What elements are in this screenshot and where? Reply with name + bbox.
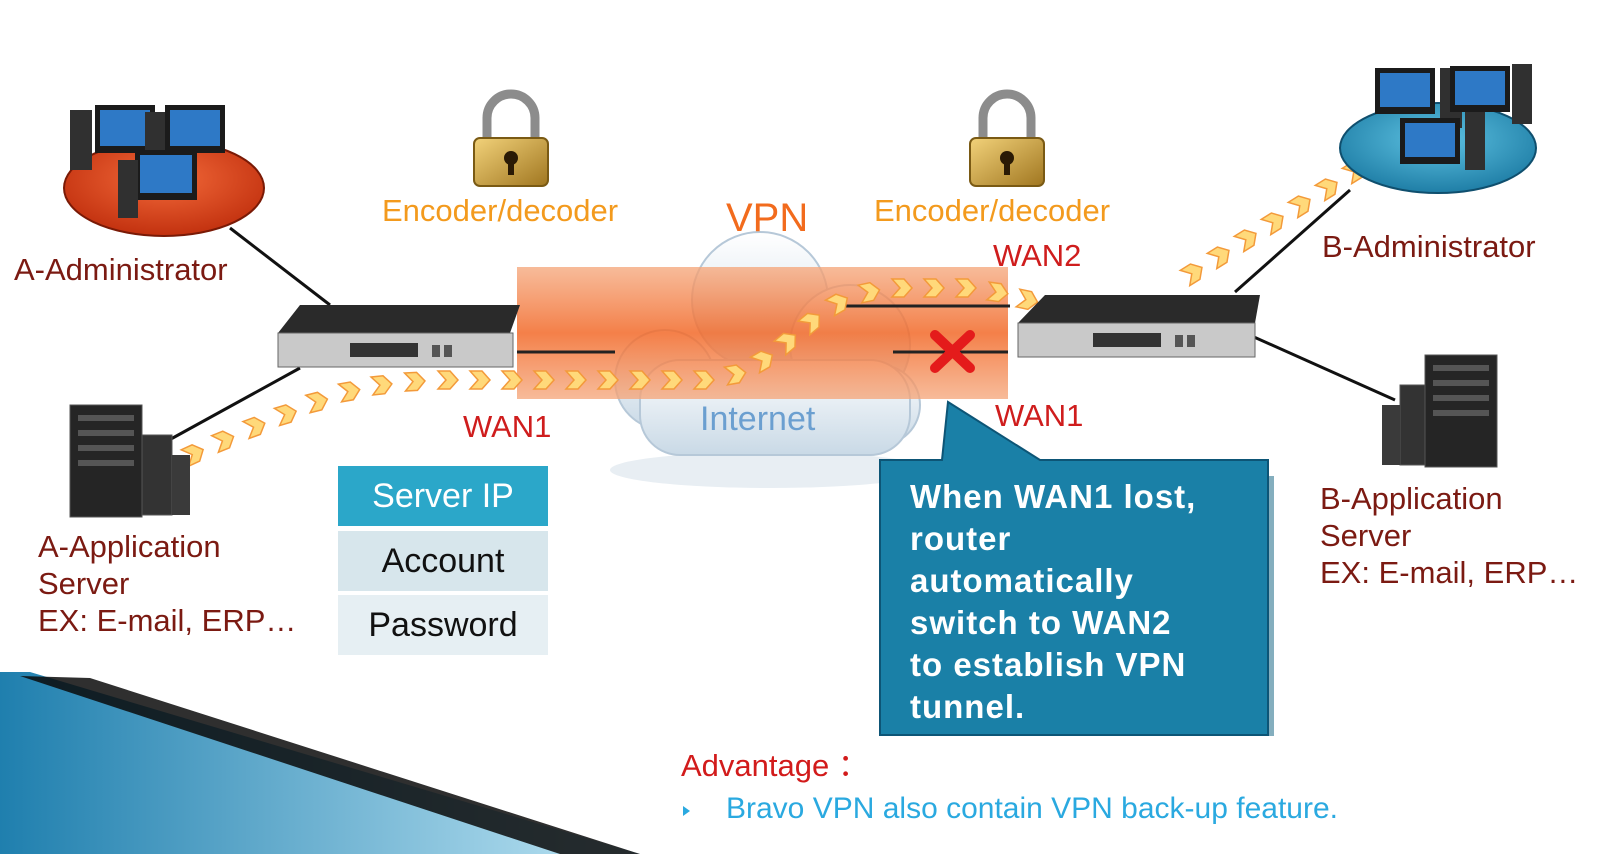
b-server-label-line2: Server: [1320, 518, 1412, 553]
padlock-left-icon: [473, 89, 549, 187]
vpn-label: VPN: [726, 196, 809, 240]
b-admin-label: B-Administrator: [1322, 229, 1536, 264]
server-ip-box: Server IP: [338, 466, 548, 526]
callout-shape: [879, 400, 1274, 736]
b-server-label-line1: B-Application: [1320, 481, 1503, 516]
callout-line-2: router: [910, 520, 1012, 557]
wan1-right-label: WAN1: [995, 398, 1084, 433]
a-admin-computers-icon: [63, 105, 265, 237]
vpn-tunnel: [517, 267, 1008, 399]
connection-lines: [159, 188, 1396, 447]
a-server-label-line2: Server: [38, 566, 130, 601]
wan1-left-label: WAN1: [463, 409, 552, 444]
password-box: Password: [338, 595, 548, 655]
encoder-left-label: Encoder/decoder: [382, 193, 619, 228]
bullet-arrow-icon: [683, 806, 690, 816]
account-box: Account: [338, 531, 548, 591]
decorative-ribbon: [0, 672, 640, 854]
a-server-label-line1: A-Application: [38, 529, 221, 564]
b-server-label: B-Application Server EX: E-mail, ERP…: [1320, 480, 1578, 591]
a-server-label-line3: EX: E-mail, ERP…: [38, 603, 297, 638]
link-broken-x-icon: [930, 330, 975, 373]
a-application-server-icon: [69, 404, 190, 518]
callout-text: When WAN1 lost, router automatically swi…: [910, 476, 1196, 728]
a-server-label: A-Application Server EX: E-mail, ERP…: [38, 528, 296, 639]
callout-line-4: switch to WAN2: [910, 604, 1172, 641]
padlock-right-icon: [969, 89, 1045, 187]
router-right: [1017, 295, 1260, 358]
callout-line-1: When WAN1 lost,: [910, 478, 1197, 515]
b-admin-computers-icon: [1339, 64, 1537, 194]
router-left: [277, 305, 520, 368]
internet-label: Internet: [700, 400, 816, 438]
b-application-server-icon: [1382, 354, 1498, 468]
wan2-right-label: WAN2: [993, 238, 1082, 273]
encoder-right-label: Encoder/decoder: [874, 193, 1111, 228]
callout-line-6: tunnel.: [910, 688, 1026, 725]
callout-line-5: to establish VPN: [910, 646, 1187, 683]
a-admin-label: A-Administrator: [14, 252, 228, 287]
callout-line-3: automatically: [910, 562, 1134, 599]
b-server-label-line3: EX: E-mail, ERP…: [1320, 555, 1579, 590]
advantage-bullet-text: Bravo VPN also contain VPN back-up featu…: [726, 792, 1338, 825]
advantage-title: Advantage ：: [681, 748, 869, 783]
